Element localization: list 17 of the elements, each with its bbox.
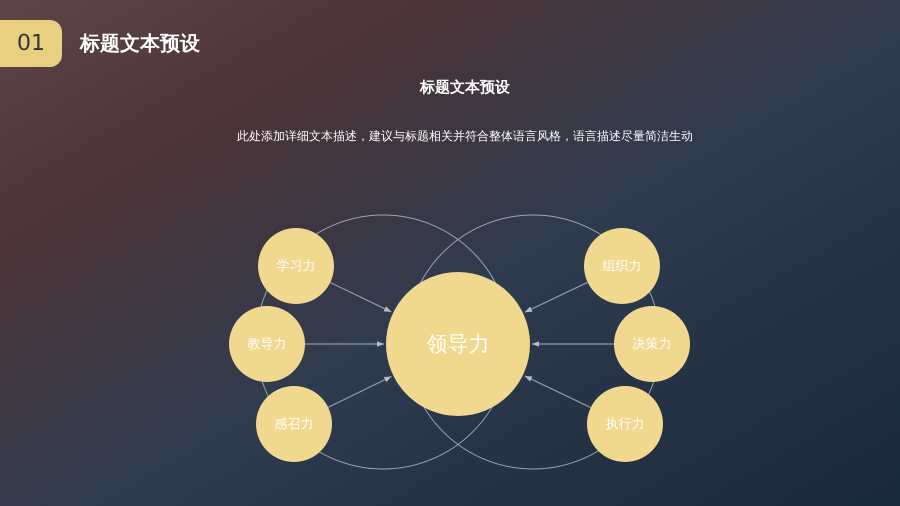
skill-circle: 学习力 — [258, 228, 334, 304]
center-circle: 领导力 — [386, 272, 530, 416]
connector-arrow — [532, 341, 614, 347]
title: 标题文本预设 — [80, 30, 200, 57]
connector-arrow — [524, 282, 588, 313]
connector-arrow — [305, 341, 384, 347]
connector-arrow — [328, 376, 392, 408]
connector-arrow — [330, 282, 392, 312]
skill-circle: 执行力 — [587, 386, 663, 462]
skill-circle: 感召力 — [256, 386, 332, 462]
skill-circle: 教导力 — [229, 306, 305, 382]
subtitle: 标题文本预设 — [418, 78, 511, 97]
number-badge: 01 — [0, 20, 62, 67]
description-text: 此处添加详细文本描述，建议与标题相关并符合整体语言风格，语言描述尽量简洁生动 — [236, 128, 694, 145]
skill-circle: 决策力 — [614, 306, 690, 382]
skill-circle: 组织力 — [584, 228, 660, 304]
connector-arrow — [524, 375, 591, 408]
